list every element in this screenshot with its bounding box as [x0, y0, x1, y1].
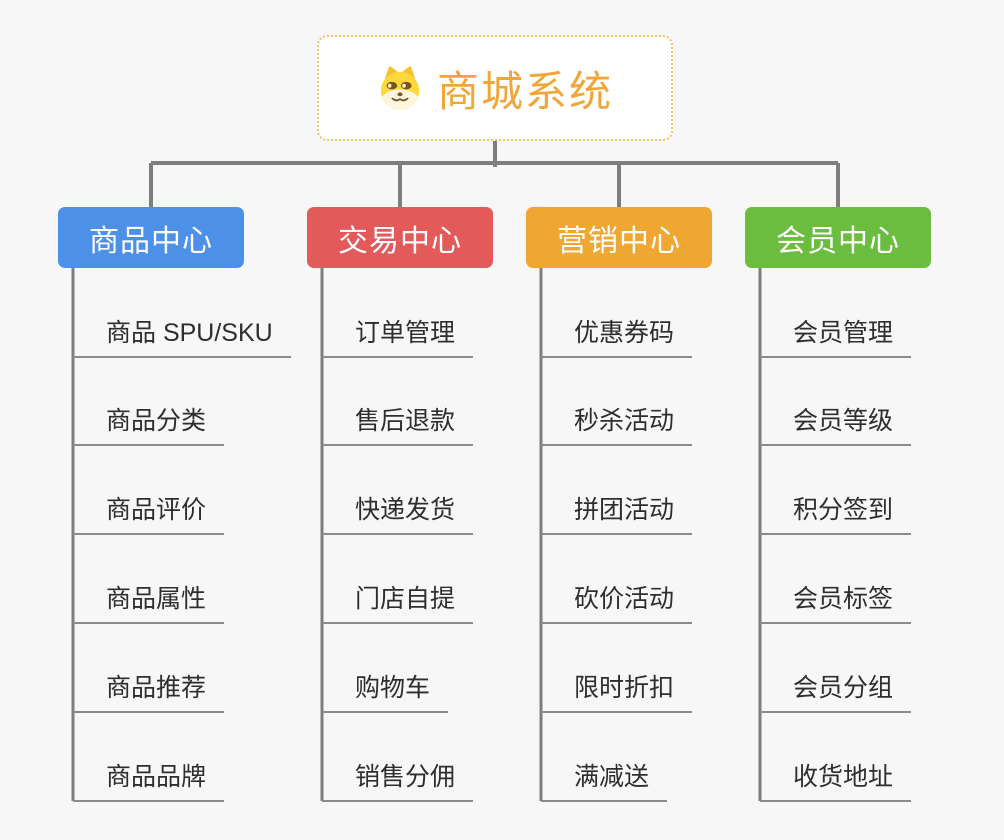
leaf-node-0-0[interactable]: 商品 SPU/SKU	[73, 308, 291, 358]
leaf-label: 拼团活动	[574, 490, 674, 526]
leaf-node-1-4[interactable]: 购物车	[322, 663, 448, 713]
leaf-label: 会员管理	[793, 313, 893, 349]
leaf-node-0-2[interactable]: 商品评价	[73, 485, 224, 535]
branch-node-3[interactable]: 会员中心	[745, 207, 931, 268]
leaf-label: 商品推荐	[106, 668, 206, 704]
leaf-node-2-3[interactable]: 砍价活动	[541, 574, 692, 624]
leaf-label: 商品评价	[106, 490, 206, 526]
leaf-node-3-4[interactable]: 会员分组	[760, 663, 911, 713]
leaf-label: 购物车	[355, 668, 430, 704]
branch-label: 商品中心	[89, 216, 213, 260]
leaf-label: 会员分组	[793, 668, 893, 704]
leaf-label: 门店自提	[355, 579, 455, 615]
leaf-label: 商品 SPU/SKU	[106, 313, 273, 349]
leaf-node-2-4[interactable]: 限时折扣	[541, 663, 692, 713]
leaf-label: 会员标签	[793, 579, 893, 615]
leaf-node-0-4[interactable]: 商品推荐	[73, 663, 224, 713]
branch-label: 交易中心	[338, 216, 462, 260]
leaf-label: 商品属性	[106, 579, 206, 615]
leaf-label: 会员等级	[793, 401, 893, 437]
leaf-label: 快递发货	[355, 490, 455, 526]
leaf-label: 售后退款	[355, 401, 455, 437]
leaf-label: 限时折扣	[574, 668, 674, 704]
leaf-label: 商品品牌	[106, 757, 206, 793]
leaf-label: 秒杀活动	[574, 401, 674, 437]
root-node[interactable]: 商城系统	[317, 35, 673, 141]
leaf-node-3-5[interactable]: 收货地址	[760, 752, 911, 802]
leaf-node-1-5[interactable]: 销售分佣	[322, 752, 473, 802]
branch-node-0[interactable]: 商品中心	[58, 207, 244, 268]
leaf-node-0-1[interactable]: 商品分类	[73, 396, 224, 446]
leaf-node-1-3[interactable]: 门店自提	[322, 574, 473, 624]
leaf-node-0-5[interactable]: 商品品牌	[73, 752, 224, 802]
leaf-label: 销售分佣	[355, 757, 455, 793]
leaf-label: 满减送	[574, 757, 649, 793]
leaf-label: 优惠券码	[574, 313, 674, 349]
leaf-node-3-0[interactable]: 会员管理	[760, 308, 911, 358]
leaf-node-3-1[interactable]: 会员等级	[760, 396, 911, 446]
branch-node-1[interactable]: 交易中心	[307, 207, 493, 268]
leaf-node-3-2[interactable]: 积分签到	[760, 485, 911, 535]
leaf-label: 收货地址	[793, 757, 893, 793]
leaf-label: 商品分类	[106, 401, 206, 437]
root-title: 商城系统	[437, 58, 613, 119]
leaf-node-2-1[interactable]: 秒杀活动	[541, 396, 692, 446]
leaf-node-1-0[interactable]: 订单管理	[322, 308, 473, 358]
leaf-node-2-5[interactable]: 满减送	[541, 752, 667, 802]
leaf-node-1-2[interactable]: 快递发货	[322, 485, 473, 535]
leaf-node-2-2[interactable]: 拼团活动	[541, 485, 692, 535]
leaf-node-2-0[interactable]: 优惠券码	[541, 308, 692, 358]
doge-dog-icon	[377, 65, 423, 111]
branch-label: 营销中心	[557, 216, 681, 260]
branch-label: 会员中心	[776, 216, 900, 260]
branch-node-2[interactable]: 营销中心	[526, 207, 712, 268]
leaf-node-3-3[interactable]: 会员标签	[760, 574, 911, 624]
leaf-node-0-3[interactable]: 商品属性	[73, 574, 224, 624]
leaf-label: 积分签到	[793, 490, 893, 526]
leaf-node-1-1[interactable]: 售后退款	[322, 396, 473, 446]
leaf-label: 砍价活动	[574, 579, 674, 615]
leaf-label: 订单管理	[355, 313, 455, 349]
